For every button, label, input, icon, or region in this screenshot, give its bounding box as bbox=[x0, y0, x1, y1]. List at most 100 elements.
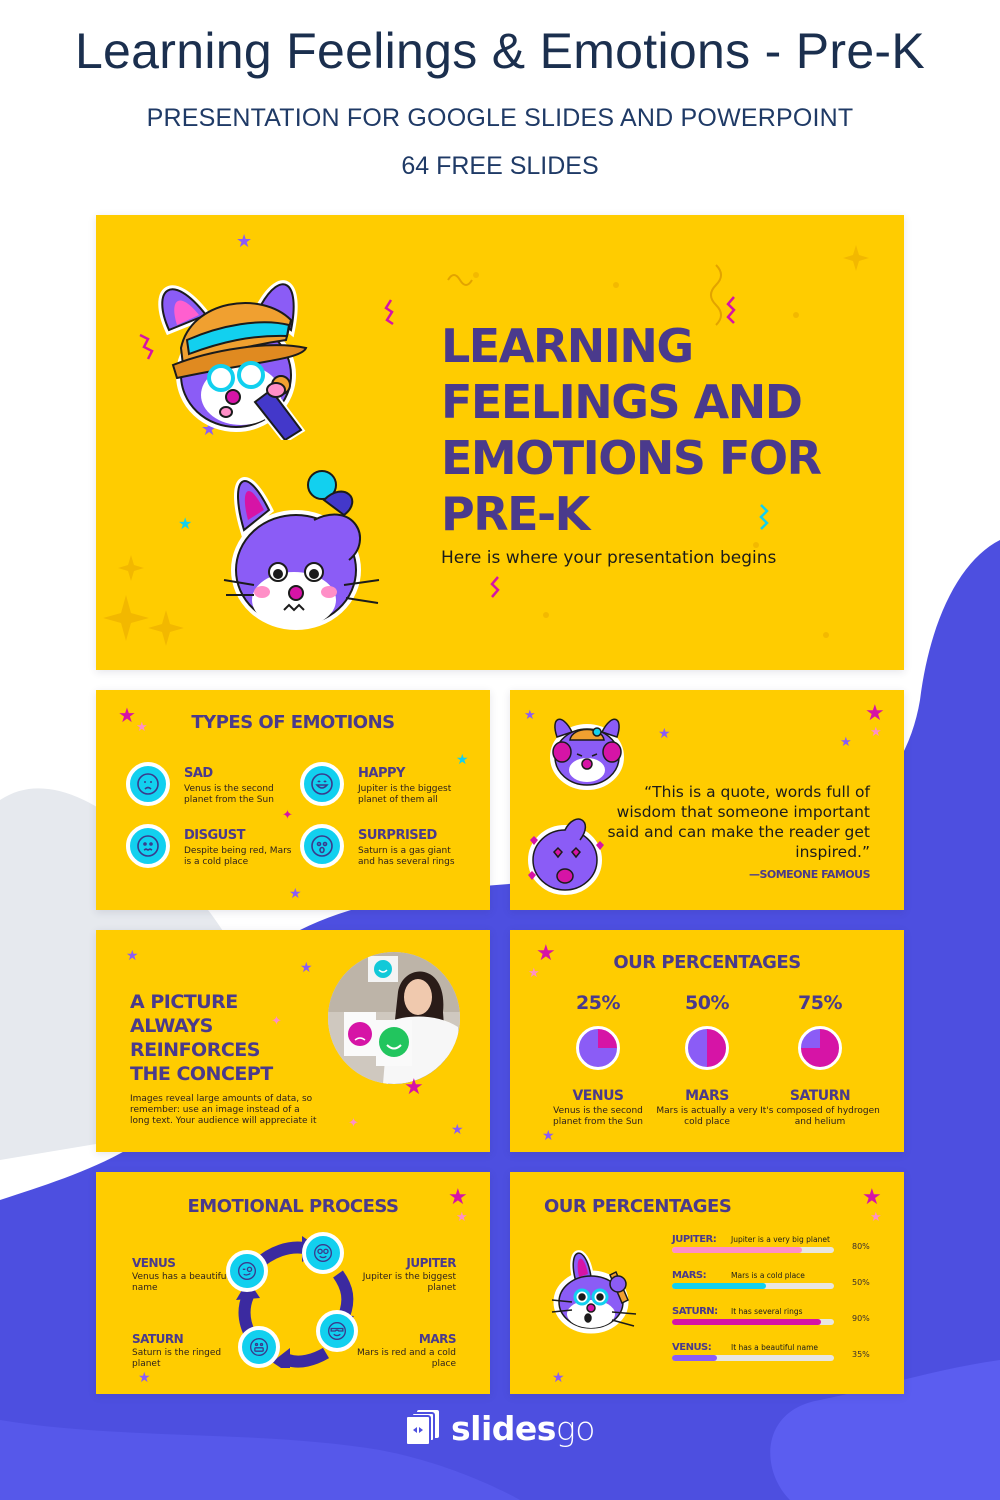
bar-label: JUPITER: bbox=[672, 1234, 717, 1245]
emotion-item-surprised: SURPRISED Saturn is a gas giant and has … bbox=[300, 824, 470, 874]
progress-bar-track bbox=[672, 1247, 834, 1253]
sad-face-icon bbox=[126, 762, 170, 806]
process-desc: Saturn is the ringed planet bbox=[132, 1348, 222, 1369]
slide-count: 64 FREE SLIDES bbox=[401, 152, 599, 180]
process-name: MARS bbox=[418, 1332, 457, 1346]
star-icon: ★ bbox=[456, 751, 469, 767]
process-name: JUPITER bbox=[406, 1256, 456, 1270]
emotion-name: DISGUST bbox=[184, 828, 245, 843]
pie-desc: Venus is the second planet from the Sun bbox=[553, 1106, 643, 1127]
star-icon: ★ bbox=[404, 1074, 424, 1099]
bar-desc: It has a beautiful name bbox=[731, 1343, 819, 1352]
bar-row-venus: VENUS: It has a beautiful name 35% bbox=[672, 1342, 882, 1372]
title-line: REINFORCES bbox=[130, 1039, 260, 1061]
star-icon: ★ bbox=[870, 1209, 882, 1224]
slide-title: OUR PERCENTAGES bbox=[544, 1196, 732, 1217]
bunny-with-bow-illustration bbox=[550, 718, 624, 790]
process-desc: Venus has a beautiful name bbox=[132, 1272, 229, 1293]
star-icon: ★ bbox=[289, 885, 302, 901]
slide-emotional-process[interactable]: ★ ★ ★ EMOTIONAL PROCESS VENUS Venus has … bbox=[96, 1172, 490, 1394]
emotion-desc: Saturn is a gas giant and has several ri… bbox=[358, 846, 455, 867]
pie-name: SATURN bbox=[789, 1088, 851, 1104]
title-line: ALWAYS bbox=[130, 1015, 213, 1037]
pie-percentage: 75% bbox=[798, 992, 842, 1014]
slidesgo-logo[interactable]: slidesgo bbox=[403, 1408, 595, 1448]
sparkle-icon: ✦ bbox=[271, 1013, 282, 1028]
bar-label: SATURN: bbox=[672, 1306, 718, 1317]
slide-title: EMOTIONAL PROCESS bbox=[187, 1196, 400, 1217]
star-icon: ★ bbox=[456, 1209, 468, 1224]
wordmark-light: go bbox=[555, 1408, 596, 1448]
hero-title: LEARNING FEELINGS AND EMOTIONS FOR PRE-K bbox=[441, 318, 822, 542]
slide-title: OUR PERCENTAGES bbox=[613, 952, 801, 973]
pie-desc: Mars is actually a very cold place bbox=[656, 1106, 758, 1127]
pie-name: MARS bbox=[685, 1088, 729, 1104]
bar-row-jupiter: JUPITER: Jupiter is a very big planet 80… bbox=[672, 1234, 882, 1264]
teacher-holding-emotion-cards-photo bbox=[328, 952, 460, 1084]
quote-text: “This is a quote, words full of wisdom t… bbox=[607, 783, 870, 861]
process-desc: Mars is red and a cold place bbox=[356, 1348, 456, 1369]
process-label-saturn: SATURN Saturn is the ringed planet bbox=[132, 1332, 242, 1370]
cool-face-icon bbox=[316, 1310, 358, 1352]
pie-percentage: 25% bbox=[576, 992, 620, 1014]
bar-label: MARS: bbox=[672, 1270, 707, 1281]
bar-percentage: 90% bbox=[852, 1314, 870, 1323]
slide-title: TYPES OF EMOTIONS bbox=[191, 712, 395, 733]
grimace-face-icon bbox=[238, 1326, 280, 1368]
pie-percentage: 50% bbox=[685, 992, 729, 1014]
pie-item-mars: 50% MARS Mars is actually a very cold pl… bbox=[647, 992, 767, 1128]
star-icon: ★ bbox=[865, 700, 885, 725]
pie-desc: It's composed of hydrogen and helium bbox=[760, 1106, 880, 1127]
bar-percentage: 80% bbox=[852, 1242, 870, 1251]
star-icon: ★ bbox=[178, 516, 193, 533]
star-icon: ★ bbox=[451, 1121, 464, 1137]
slide-types-of-emotions[interactable]: ★ ★ ★ ★ ✦ TYPES OF EMOTIONS SAD Venus is… bbox=[96, 690, 490, 910]
star-icon: ★ bbox=[126, 947, 139, 963]
pie-item-saturn: 75% SATURN It's composed of hydrogen and… bbox=[760, 992, 880, 1128]
bar-desc: Mars is a cold place bbox=[731, 1271, 805, 1280]
emotion-name: SURPRISED bbox=[358, 828, 437, 843]
worried-bunny-illustration bbox=[223, 470, 380, 630]
slide-picture-concept[interactable]: ★ ★ ✦ ★ ✦ A PICTURE ALWAYS REINFORCES TH… bbox=[96, 930, 490, 1152]
star-icon: ★ bbox=[528, 965, 540, 980]
slide-quote[interactable]: ★ ★ ★ ★ ★ “This is a quote, words full o… bbox=[510, 690, 904, 910]
bar-percentage: 50% bbox=[852, 1278, 870, 1287]
emotion-name: HAPPY bbox=[358, 766, 405, 781]
sparkle-icon: ✦ bbox=[282, 807, 293, 822]
progress-bar-fill bbox=[672, 1319, 822, 1325]
quote-author: —SOMEONE FAMOUS bbox=[748, 868, 871, 881]
star-icon: ★ bbox=[236, 231, 253, 251]
bar-desc: It has several rings bbox=[731, 1307, 803, 1316]
slidesgo-wordmark: slidesgo bbox=[451, 1409, 595, 1448]
star-icon: ★ bbox=[840, 734, 852, 749]
bar-row-mars: MARS: Mars is a cold place 50% bbox=[672, 1270, 882, 1300]
pie-item-venus: 25% VENUS Venus is the second planet fro… bbox=[538, 992, 658, 1128]
page-title: Learning Feelings & Emotions - Pre-K bbox=[74, 23, 926, 79]
pie-chart bbox=[576, 1026, 620, 1070]
bunny-with-hat-illustration bbox=[158, 280, 308, 440]
progress-bar-track bbox=[672, 1355, 834, 1361]
hero-title-line: EMOTIONS FOR bbox=[441, 431, 822, 485]
hero-subtitle: Here is where your presentation begins bbox=[441, 548, 777, 568]
star-icon: ★ bbox=[118, 705, 136, 727]
emotion-desc: Venus is the second planet from the Sun bbox=[184, 784, 274, 805]
pie-chart bbox=[798, 1026, 842, 1070]
wordmark-bold: slides bbox=[451, 1408, 556, 1448]
pie-name: VENUS bbox=[572, 1088, 624, 1104]
surprised-face-icon bbox=[300, 824, 344, 868]
happy-face-icon bbox=[300, 762, 344, 806]
star-icon: ★ bbox=[542, 1127, 555, 1143]
nerd-face-icon bbox=[302, 1232, 344, 1274]
slide-percentages-pie[interactable]: ★ ★ ★ OUR PERCENTAGES 25% VENUS Venus is… bbox=[510, 930, 904, 1152]
emotion-name: SAD bbox=[184, 766, 213, 781]
emotion-desc: Despite being red, Mars is a cold place bbox=[184, 846, 292, 867]
slide-percentages-bars[interactable]: ★ ★ ★ OUR PERCENTAGES JUPITER: Jupiter i… bbox=[510, 1172, 904, 1394]
slidesgo-logo-icon bbox=[405, 1410, 439, 1446]
emotion-item-happy: HAPPY Jupiter is the biggest planet of t… bbox=[300, 762, 470, 812]
process-name: SATURN bbox=[132, 1332, 184, 1346]
page-subtitle: PRESENTATION FOR GOOGLE SLIDES AND POWER… bbox=[146, 104, 854, 132]
star-icon: ★ bbox=[138, 1369, 151, 1385]
slide-hero[interactable]: ★ ★ ★ bbox=[96, 215, 904, 670]
emotion-item-disgust: DISGUST Despite being red, Mars is a col… bbox=[126, 824, 296, 874]
progress-bar-fill bbox=[672, 1355, 718, 1361]
